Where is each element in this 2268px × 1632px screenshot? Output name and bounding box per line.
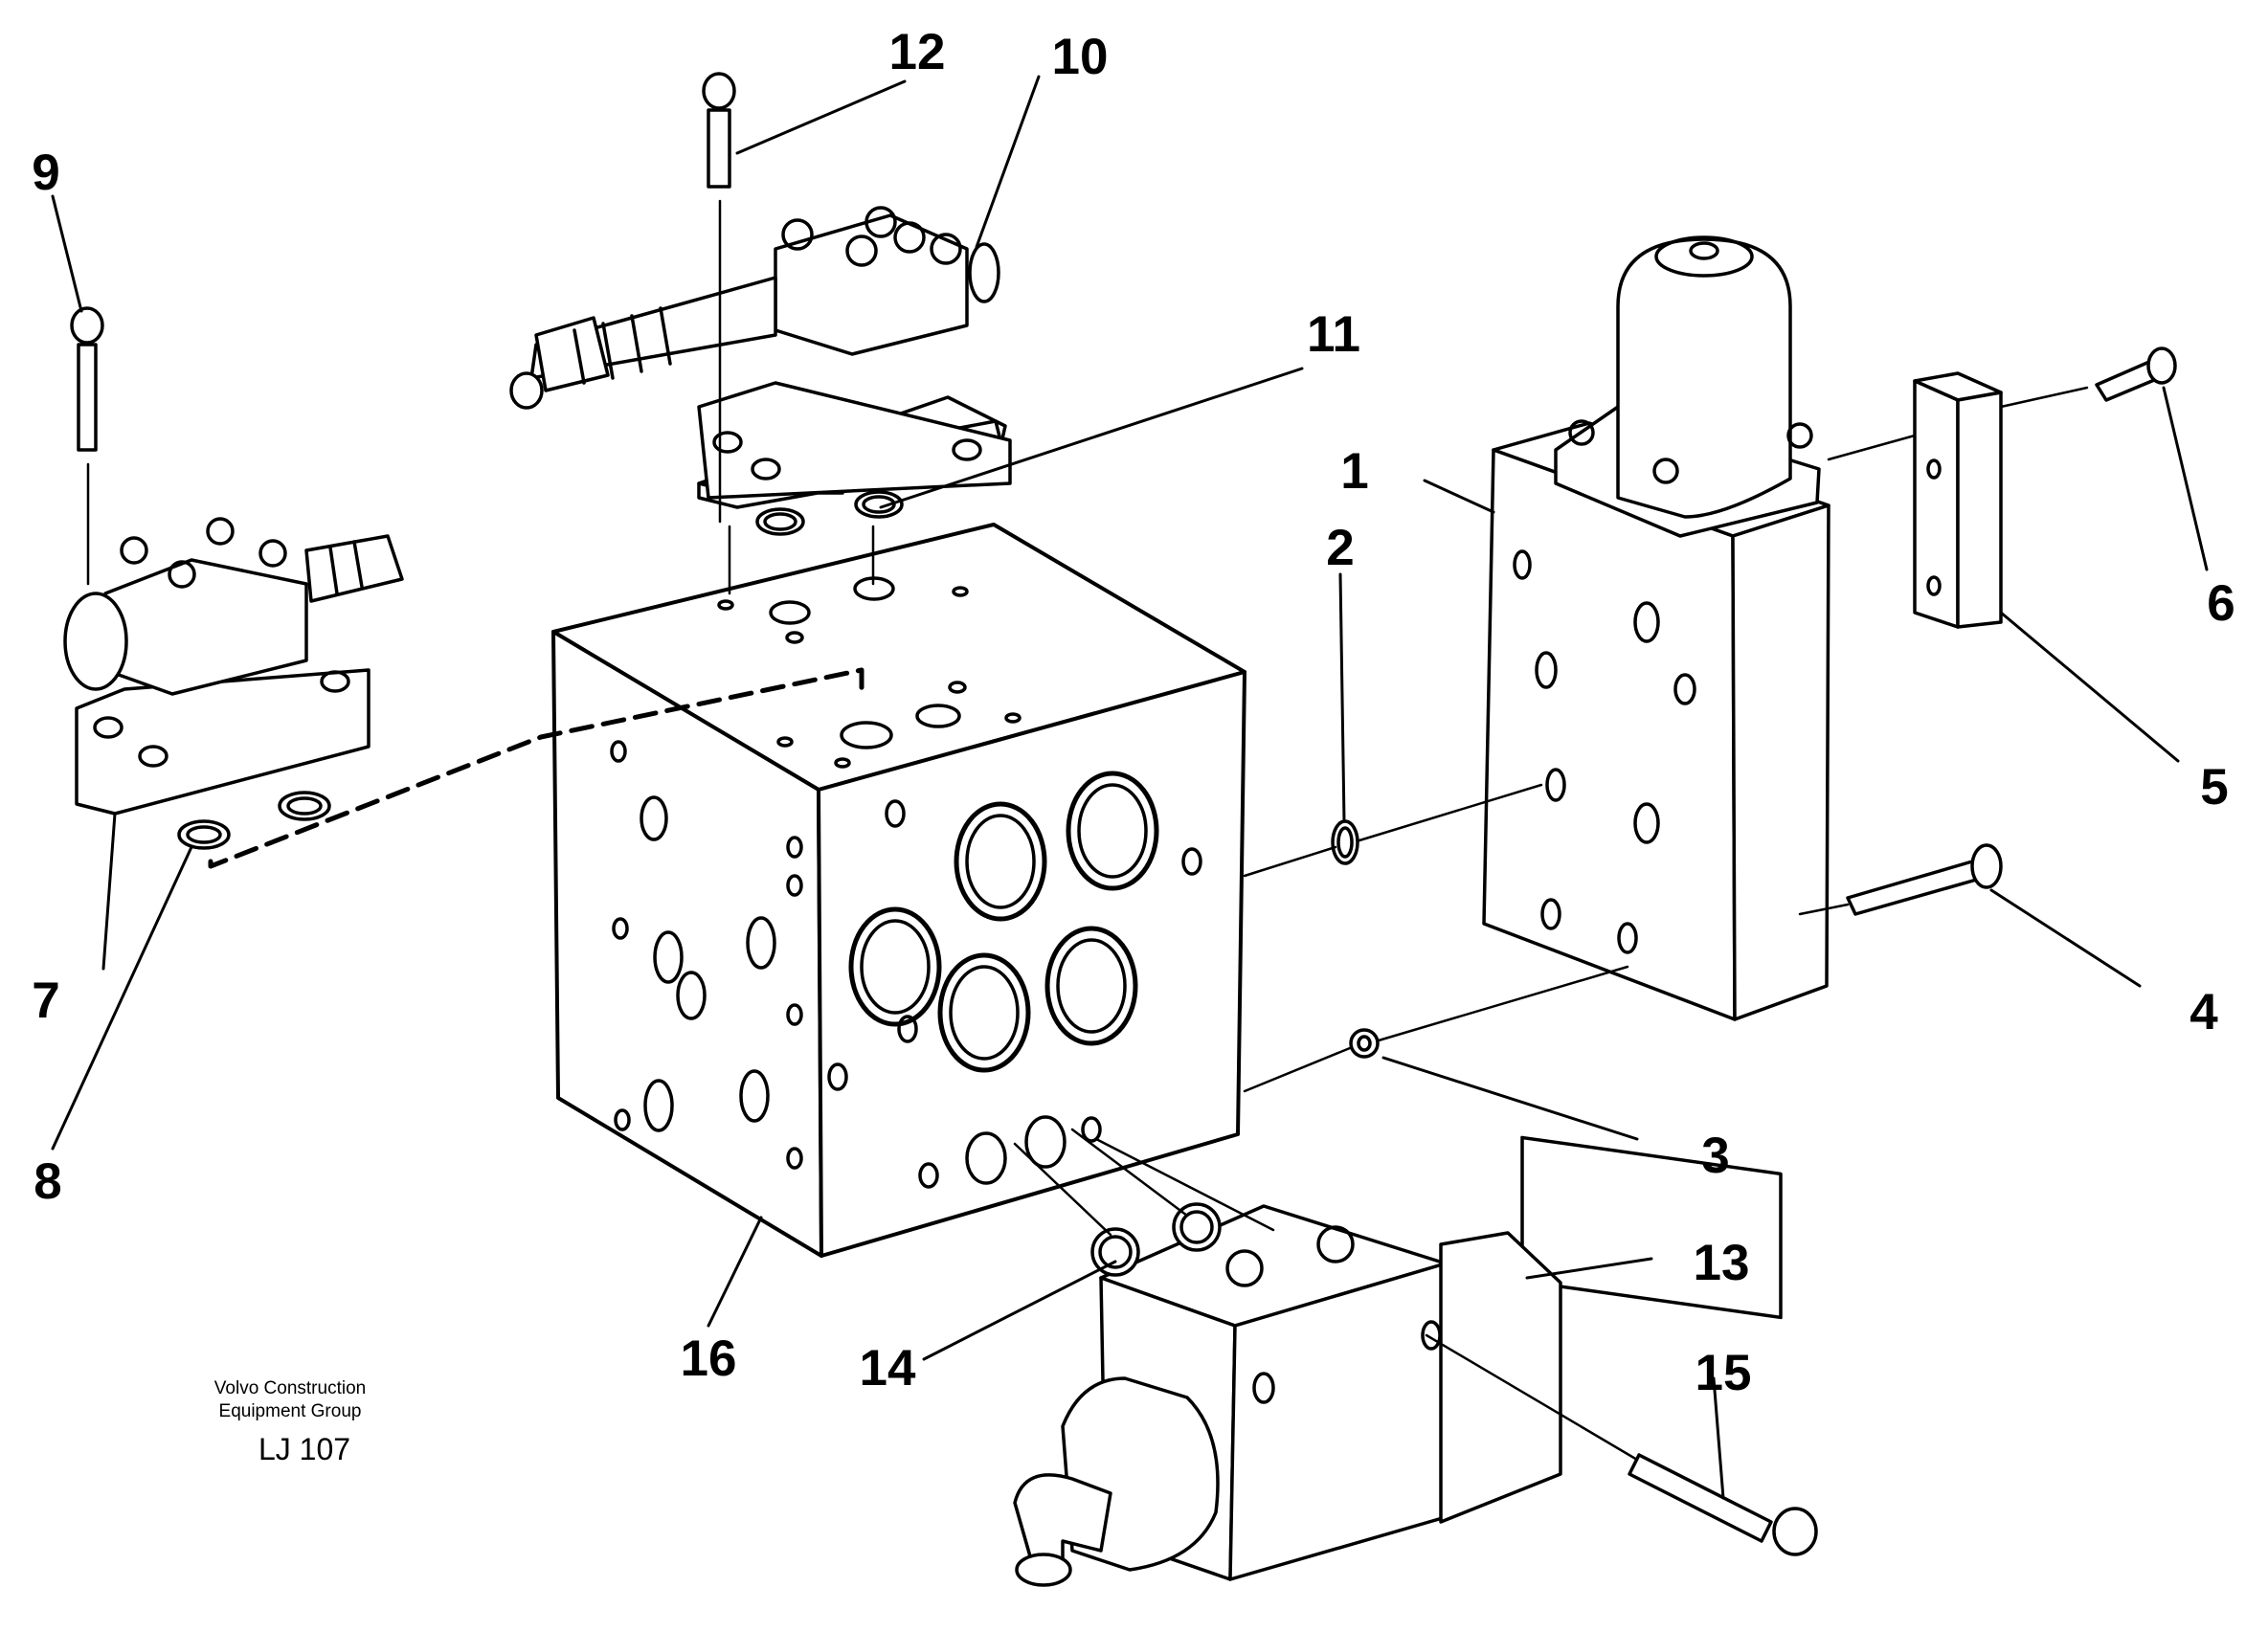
callout-16: 16 (681, 1330, 737, 1387)
valve-13 (1013, 1204, 1562, 1587)
callout-13: 13 (1694, 1235, 1750, 1291)
pilot-valve-upper (509, 206, 1012, 509)
callout-6: 6 (2207, 575, 2234, 632)
callout-12: 12 (889, 24, 946, 80)
callout-14: 14 (860, 1340, 916, 1397)
credit-line-2: Equipment Group (219, 1401, 362, 1421)
pilot-valve-left (63, 517, 404, 816)
callout-1: 1 (1340, 443, 1368, 500)
callout-5: 5 (2200, 759, 2228, 816)
valve-assembly (1482, 235, 1830, 1320)
credit-block: Volvo Construction Equipment Group LJ 10… (214, 1378, 366, 1466)
screw-15 (1628, 1453, 1818, 1556)
spacer-block (1913, 371, 2003, 629)
assembly-lines (208, 386, 2089, 1462)
callout-7: 7 (32, 972, 59, 1029)
screw-12 (702, 72, 736, 524)
callout-2: 2 (1326, 520, 1354, 576)
screw-6 (2095, 347, 2177, 402)
callout-10: 10 (1052, 29, 1109, 85)
callout-3: 3 (1701, 1128, 1729, 1184)
credit-line-1: Volvo Construction (214, 1378, 366, 1398)
callout-4: 4 (2189, 984, 2218, 1040)
drawing-code: LJ 107 (258, 1432, 350, 1466)
callout-8: 8 (34, 1153, 61, 1210)
screw-4 (1846, 843, 2003, 916)
callout-9: 9 (32, 145, 59, 201)
screw-9 (70, 306, 104, 586)
callouts: 1 2 3 4 5 6 7 8 9 10 11 12 13 14 15 16 (32, 24, 2234, 1401)
callout-15: 15 (1695, 1345, 1752, 1401)
callout-11: 11 (1307, 306, 1360, 363)
main-valve-block (551, 523, 1246, 1258)
leader-lines (51, 75, 2209, 1500)
